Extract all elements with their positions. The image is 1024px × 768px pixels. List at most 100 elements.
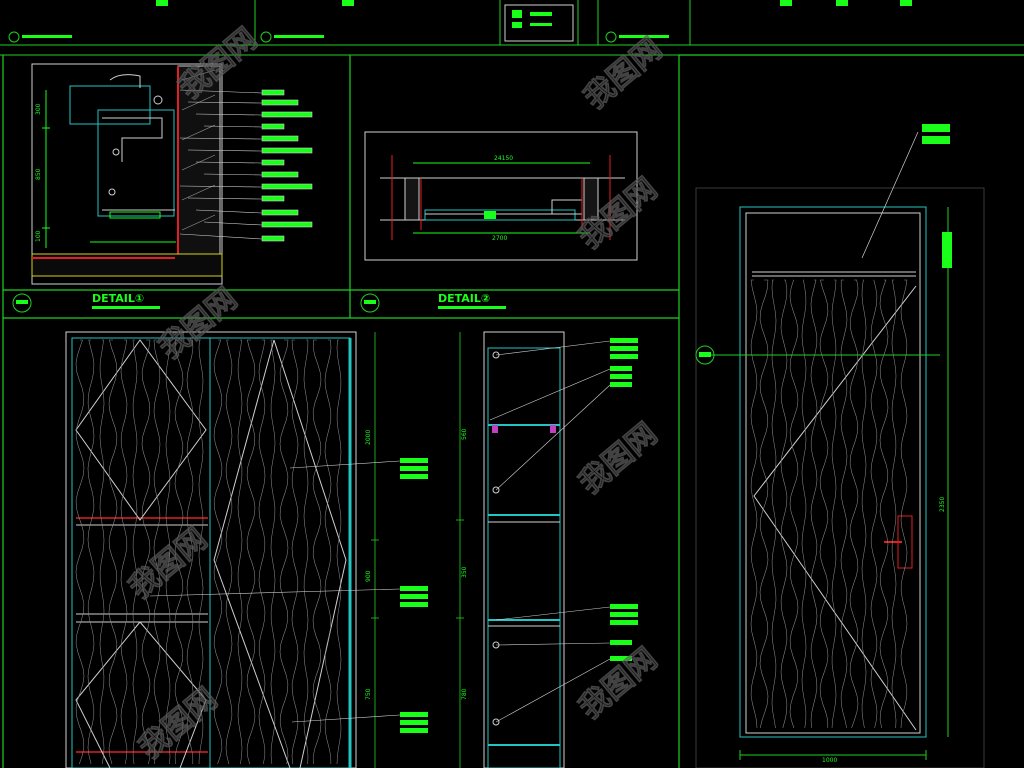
wood-grain-line: [324, 339, 332, 765]
detail-1-title: DETAIL①: [92, 292, 144, 305]
wood-grain-line: [270, 339, 276, 765]
leader-line: [179, 89, 263, 94]
wood-grain-line: [141, 339, 151, 765]
cabinet-tags: [489, 338, 638, 723]
wood-grain-line: [153, 339, 161, 765]
annotation-tag: [261, 221, 313, 228]
leader-line: [495, 642, 611, 646]
watermark-text: 我图网: [578, 31, 669, 116]
dim-text: 780: [461, 688, 468, 700]
dim-text: 100: [35, 230, 42, 242]
leader-line: [489, 368, 611, 421]
leader-line: [289, 460, 401, 469]
detail-2-title: DETAIL②: [438, 292, 490, 305]
annotation-tag: [610, 620, 638, 625]
annotation-tag: [400, 466, 428, 471]
wardrobe-wood-grain: [75, 339, 342, 765]
leader-line: [495, 606, 611, 621]
dim-text: 350: [461, 566, 468, 578]
leader-line: [149, 588, 401, 597]
detail-title-bar: DETAIL① DETAIL②: [12, 292, 506, 313]
wood-grain-line: [279, 339, 289, 765]
cabinet-dimension-texts: 560 350 780: [461, 428, 468, 700]
wardrobe-dim-line: [371, 332, 464, 768]
detail-2-dimension-texts: 24150 2700: [492, 155, 513, 242]
wood-grain-line: [789, 279, 799, 729]
wood-grain-line: [840, 279, 848, 729]
wood-grain-line: [870, 279, 878, 729]
annotation-tag: [400, 728, 428, 733]
wood-grain-line: [810, 279, 818, 729]
annotation-tag: [610, 366, 632, 371]
annotation-tag: [400, 712, 428, 717]
watermark-text: 我图网: [573, 641, 664, 726]
leader-line: [203, 125, 263, 128]
leader-line: [291, 714, 401, 723]
wood-grain-line: [246, 339, 256, 765]
leader-line: [203, 221, 263, 226]
wood-grain-line: [213, 339, 223, 765]
wood-grain-line: [849, 279, 859, 729]
wood-grain-line: [87, 339, 95, 765]
wood-grain-line: [108, 339, 118, 765]
leader-line: [195, 113, 263, 116]
wood-grain-line: [891, 279, 897, 729]
wood-grain-line: [336, 339, 342, 765]
annotation-tag: [400, 602, 428, 607]
annotation-tag: [610, 640, 632, 645]
wood-grain-line: [831, 279, 837, 729]
wood-grain-line: [750, 279, 758, 729]
wood-grain-line: [237, 339, 243, 765]
leader-line: [187, 197, 263, 200]
detail-1-section: [31, 63, 223, 285]
annotation-tag: [261, 111, 313, 118]
wood-grain-line: [225, 339, 233, 765]
annotation-tag: [261, 89, 285, 96]
leader-line: [195, 209, 263, 214]
wood-grain-line: [312, 339, 322, 765]
wood-grain-line: [198, 339, 204, 765]
wood-grain-line: [801, 279, 807, 729]
dim-text: 560: [461, 428, 468, 440]
cabinet-section: [483, 331, 565, 768]
top-strip: [0, 0, 1024, 56]
dim-text: 750: [365, 688, 372, 700]
leader-line: [203, 173, 263, 176]
dim-text: 2000: [365, 430, 372, 445]
leader-line: [187, 149, 263, 152]
wood-grain-line: [99, 339, 105, 765]
wood-grain-line: [861, 279, 867, 729]
watermark-text: 我图网: [573, 416, 664, 501]
annotation-tag: [261, 171, 299, 178]
dim-text: 24150: [494, 155, 513, 162]
leader-line: [187, 101, 263, 104]
annotation-tag: [261, 183, 313, 190]
wardrobe-dimension-texts: 2000 900 750: [365, 430, 372, 700]
leader-line: [495, 658, 611, 723]
door-elevation: [695, 124, 985, 768]
annotation-tag: [261, 123, 285, 130]
annotation-tag: [261, 99, 299, 106]
wood-grain-line: [174, 339, 184, 765]
leader-line: [495, 384, 611, 491]
wood-grain-line: [303, 339, 309, 765]
annotation-tag: [610, 346, 638, 351]
wood-grain-line: [879, 279, 889, 729]
wood-grain-line: [759, 279, 769, 729]
wood-grain-line: [780, 279, 788, 729]
wood-grain-line: [132, 339, 138, 765]
dim-text: 850: [35, 168, 42, 180]
annotation-tag: [261, 147, 313, 154]
leader-line: [195, 161, 263, 164]
wood-grain-line: [258, 339, 266, 765]
annotation-tag: [610, 338, 638, 343]
wood-grain-line: [819, 279, 829, 729]
annotation-tag: [261, 209, 299, 216]
wood-grain-line: [900, 279, 908, 729]
dim-text: 2350: [939, 497, 946, 512]
panel-frames: [2, 54, 1024, 768]
door-wood-grain: [750, 279, 908, 729]
annotation-tag: [261, 159, 285, 166]
door-dimension-texts: 1000 2350: [822, 497, 946, 764]
dim-text: 1000: [822, 757, 837, 764]
